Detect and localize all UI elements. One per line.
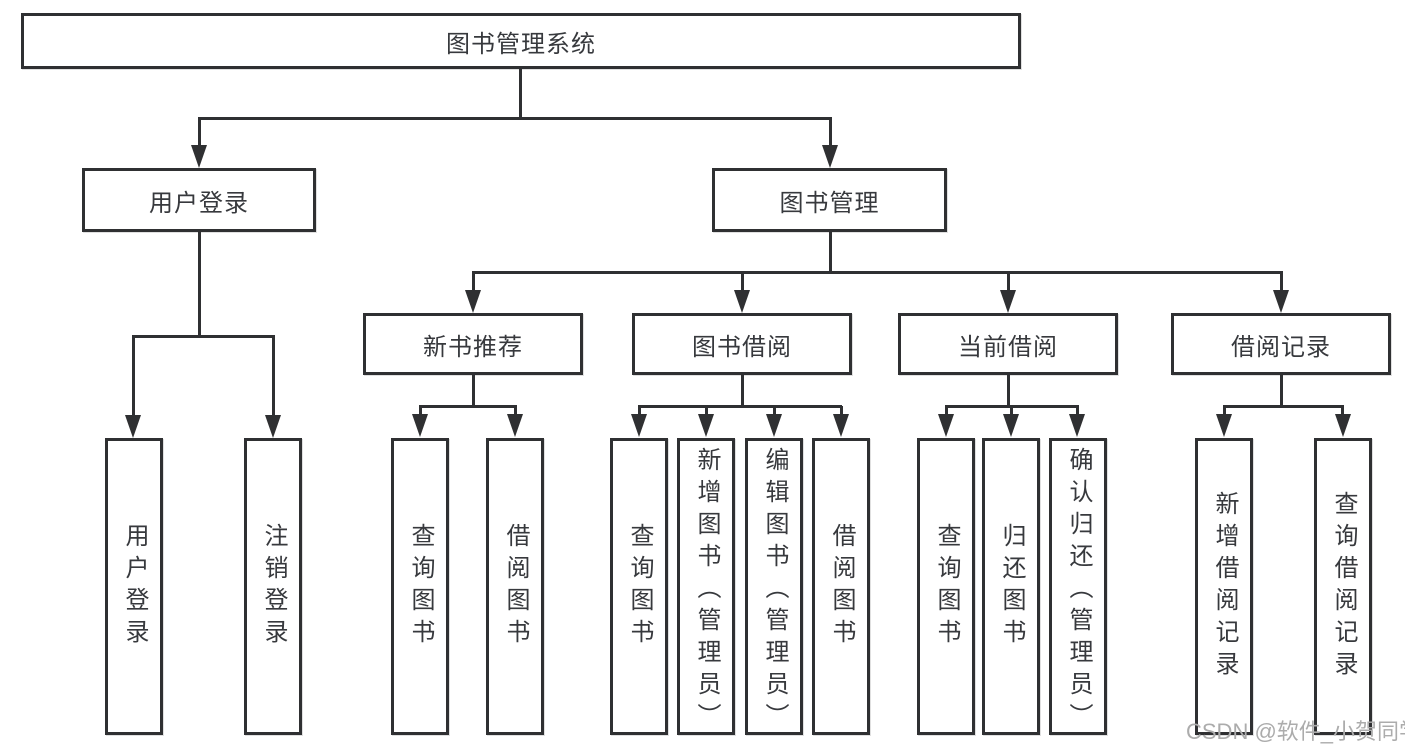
connector-stem <box>1007 375 1010 406</box>
connector-stub <box>419 406 422 417</box>
connector-stub <box>1223 406 1226 417</box>
connector-stub <box>132 336 135 416</box>
leaf-query-borrow-record: 查询借阅记录 <box>1314 438 1372 735</box>
connector-stub <box>514 406 517 417</box>
csdn-watermark: CSDN @软件_小贺同学 <box>1186 719 1405 744</box>
node-new-book-recommend: 新书推荐 <box>363 313 583 375</box>
arrow-down-icon <box>191 145 207 168</box>
node-borrow-records: 借阅记录 <box>1171 313 1391 375</box>
node-book-management: 图书管理 <box>712 168 947 232</box>
arrow-down-icon <box>734 290 750 313</box>
connector-stem <box>472 375 475 406</box>
leaf-confirm-return-admin: 确认归还（管理员） <box>1049 438 1107 735</box>
connector-stub <box>1007 272 1010 292</box>
leaf-return-books: 归还图书 <box>982 438 1040 735</box>
connector-stub <box>945 406 948 417</box>
connector-stub <box>1076 406 1079 417</box>
leaf-add-books-admin: 新增图书（管理员） <box>677 438 735 735</box>
leaf-query-books: 查询图书 <box>610 438 668 735</box>
connector-stub <box>1341 406 1344 417</box>
connector-root-stem <box>519 69 522 118</box>
arrow-down-icon <box>1000 290 1016 313</box>
leaf-user-login: 用户登录 <box>105 438 163 735</box>
connector-stub <box>741 272 744 292</box>
node-root: 图书管理系统 <box>21 13 1021 69</box>
leaf-borrow-books: 借阅图书 <box>486 438 544 735</box>
connector-stub <box>272 336 275 416</box>
arrow-down-icon <box>938 414 954 437</box>
leaf-query-books: 查询图书 <box>917 438 975 735</box>
connector-stub <box>840 406 843 417</box>
connector-stub <box>1280 272 1283 292</box>
leaf-borrow-books: 借阅图书 <box>812 438 870 735</box>
connector-stub <box>1010 406 1013 417</box>
arrow-down-icon <box>465 290 481 313</box>
connector-stub <box>829 118 832 148</box>
connector-level1-bar <box>198 117 832 120</box>
connector-level3-bar <box>472 271 1283 274</box>
connector-stub <box>472 272 475 292</box>
arrow-down-icon <box>1216 414 1232 437</box>
arrow-down-icon <box>265 415 281 438</box>
connector-stem <box>1280 375 1283 406</box>
arrow-down-icon <box>507 414 523 437</box>
connector-bar <box>1223 405 1344 408</box>
connector-user-login-stem <box>198 232 201 336</box>
connector-book-mgmt-stem <box>829 232 832 272</box>
arrow-down-icon <box>125 415 141 438</box>
connector-stub <box>638 406 641 417</box>
connector-bar <box>638 405 842 408</box>
connector-user-login-bar <box>132 335 275 338</box>
arrow-down-icon <box>1335 414 1351 437</box>
leaf-add-borrow-record: 新增借阅记录 <box>1195 438 1253 735</box>
leaf-edit-books-admin: 编辑图书（管理员） <box>745 438 803 735</box>
arrow-down-icon <box>833 414 849 437</box>
arrow-down-icon <box>1003 414 1019 437</box>
arrow-down-icon <box>412 414 428 437</box>
arrow-down-icon <box>631 414 647 437</box>
connector-stub <box>773 406 776 417</box>
connector-stem <box>741 375 744 406</box>
connector-stub <box>198 118 201 148</box>
connector-bar <box>419 405 517 408</box>
node-current-borrow: 当前借阅 <box>898 313 1118 375</box>
arrow-down-icon <box>766 414 782 437</box>
arrow-down-icon <box>822 145 838 168</box>
connector-stub <box>705 406 708 417</box>
leaf-query-books: 查询图书 <box>391 438 449 735</box>
node-user-login: 用户登录 <box>82 168 316 232</box>
leaf-logout: 注销登录 <box>244 438 302 735</box>
arrow-down-icon <box>698 414 714 437</box>
node-book-borrow: 图书借阅 <box>632 313 852 375</box>
arrow-down-icon <box>1069 414 1085 437</box>
arrow-down-icon <box>1273 290 1289 313</box>
